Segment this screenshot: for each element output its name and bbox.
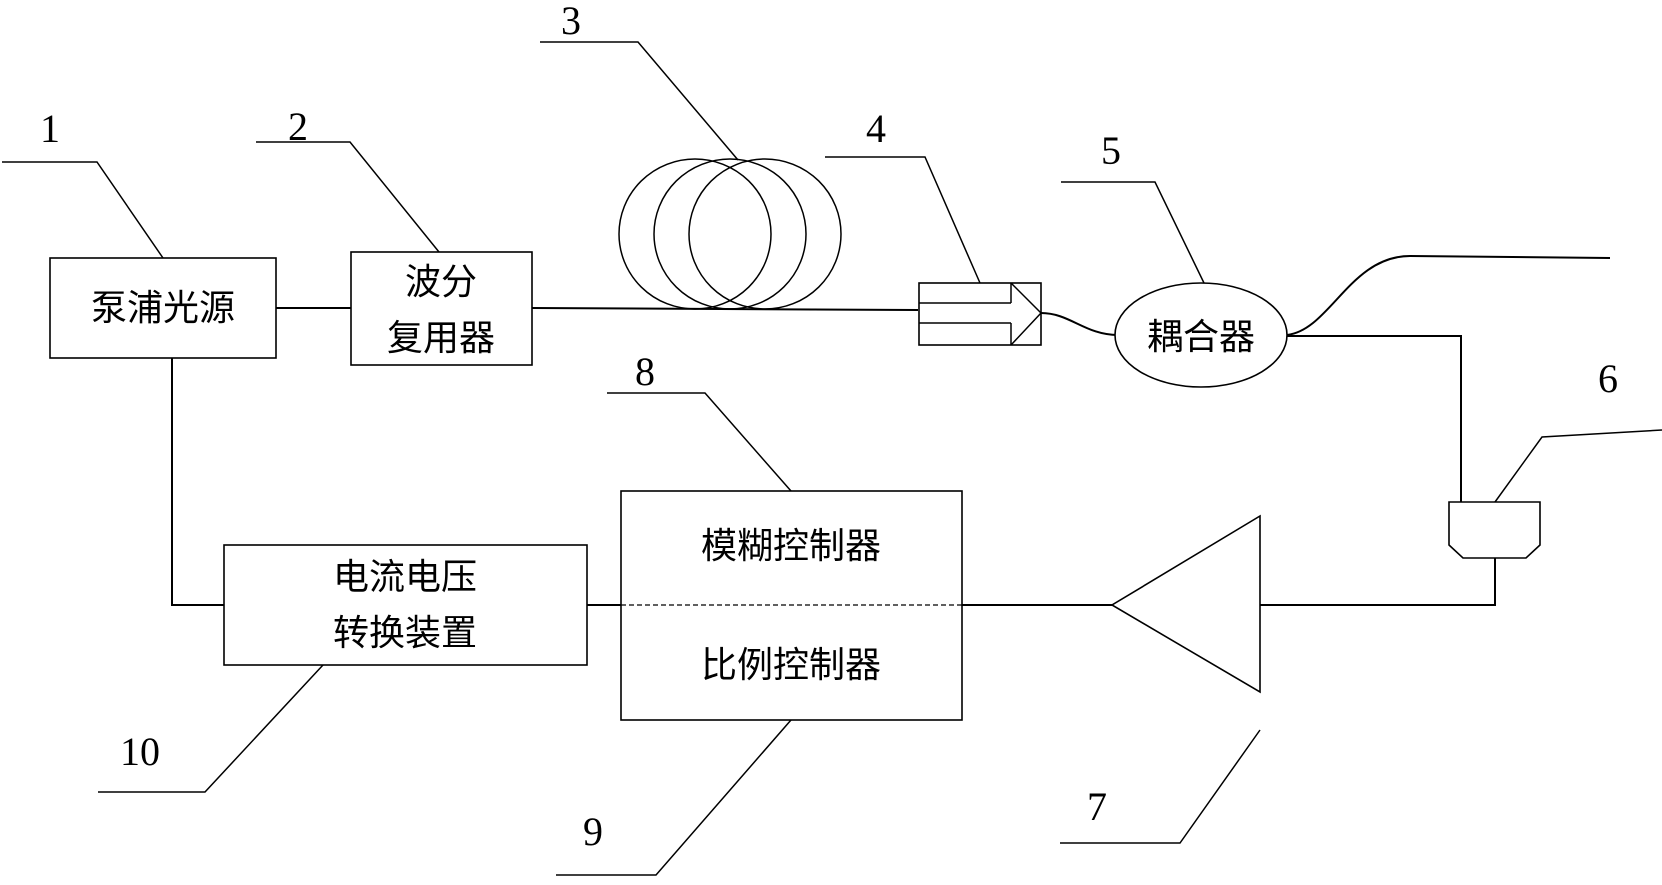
wdm-box xyxy=(350,251,533,366)
leader-line-1 xyxy=(2,161,164,259)
label-number-10: 10 xyxy=(120,729,160,774)
leader-line-7 xyxy=(1060,729,1261,844)
controller-block: 模糊控制器 比例控制器 xyxy=(620,490,963,721)
iv-converter-block: 电流电压 转换装置 xyxy=(223,544,588,666)
fiber-loop-3 xyxy=(688,158,842,310)
callout-5: 5 xyxy=(1061,128,1205,284)
coupler-block: 耦合器 xyxy=(1114,282,1288,388)
pump-source-label: 泵浦光源 xyxy=(91,288,235,329)
label-number-1: 1 xyxy=(40,106,60,151)
fiber-coil xyxy=(618,158,842,310)
wdm-block: 波分 复用器 xyxy=(350,251,533,366)
leader-line-9 xyxy=(556,719,792,876)
coupler-label: 耦合器 xyxy=(1147,317,1255,358)
iv-converter-label-line2: 转换装置 xyxy=(333,613,477,654)
label-number-7: 7 xyxy=(1087,784,1107,829)
leader-line-8 xyxy=(607,392,792,492)
iv-converter-box xyxy=(223,544,588,666)
leader-line-5 xyxy=(1061,181,1205,284)
wdm-label-line1: 波分 xyxy=(405,262,477,303)
leader-line-6 xyxy=(1494,429,1662,503)
label-number-4: 4 xyxy=(866,106,886,151)
label-number-8: 8 xyxy=(635,349,655,394)
link-converter-to-pump xyxy=(171,358,224,606)
leader-line-10 xyxy=(98,664,324,793)
callout-4: 4 xyxy=(825,106,981,284)
label-number-3: 3 xyxy=(561,0,581,43)
wdm-label-line2: 复用器 xyxy=(387,318,495,359)
callout-9: 9 xyxy=(556,719,792,876)
callout-10: 10 xyxy=(98,664,324,793)
link-detector-to-amplifier xyxy=(1260,558,1496,606)
label-number-6: 6 xyxy=(1598,356,1618,401)
label-number-5: 5 xyxy=(1101,128,1121,173)
fuzzy-controller-label: 模糊控制器 xyxy=(701,526,881,567)
callout-8: 8 xyxy=(607,349,792,492)
link-isolator-to-coupler xyxy=(1040,312,1119,336)
label-number-9: 9 xyxy=(583,809,603,854)
isolator xyxy=(918,282,1043,346)
callout-7: 7 xyxy=(1060,729,1261,844)
fiber-loop-1 xyxy=(618,158,772,310)
amplifier-triangle xyxy=(1110,514,1261,694)
pump-source-block: 泵浦光源 xyxy=(49,257,277,359)
amplifier xyxy=(1110,514,1261,694)
coupler-output-fiber xyxy=(1286,254,1611,336)
leader-line-4 xyxy=(825,156,981,284)
link-wdm-to-isolator xyxy=(531,307,919,311)
label-number-2: 2 xyxy=(288,104,308,149)
leader-line-2 xyxy=(256,141,440,253)
pump-source-box xyxy=(49,257,277,359)
callout-6: 6 xyxy=(1494,356,1662,503)
callout-3: 3 xyxy=(540,0,739,161)
photodetector xyxy=(1448,501,1541,559)
callout-1: 1 xyxy=(2,106,164,259)
leader-line-3 xyxy=(540,41,739,161)
photodetector-shape xyxy=(1448,501,1541,559)
isolator-box xyxy=(918,282,1042,346)
fiber-loop-2 xyxy=(653,158,807,310)
callout-2: 2 xyxy=(256,104,440,253)
proportional-controller-label: 比例控制器 xyxy=(701,645,881,686)
iv-converter-label-line1: 电流电压 xyxy=(333,557,477,598)
link-coupler-to-detector xyxy=(1287,335,1462,502)
